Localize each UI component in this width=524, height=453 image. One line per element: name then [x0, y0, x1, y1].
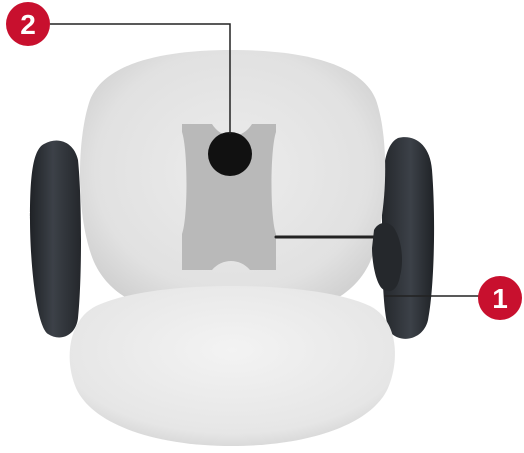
callout-2-leader-line: [50, 23, 231, 134]
callout-2-badge: [6, 2, 50, 46]
mechanism-plate: [182, 124, 276, 270]
seat-cushion: [69, 286, 395, 446]
left-armrest: [30, 140, 81, 338]
callout-1: 1: [478, 276, 522, 320]
callout-2: 2: [6, 2, 50, 46]
callout-2-label: 2: [20, 9, 36, 40]
right-armrest: [382, 137, 435, 339]
callout-1-label: 1: [492, 283, 508, 314]
callout-1-badge: [478, 276, 522, 320]
tension-knob: [208, 132, 252, 176]
adjustment-lever-paddle: [372, 222, 402, 292]
